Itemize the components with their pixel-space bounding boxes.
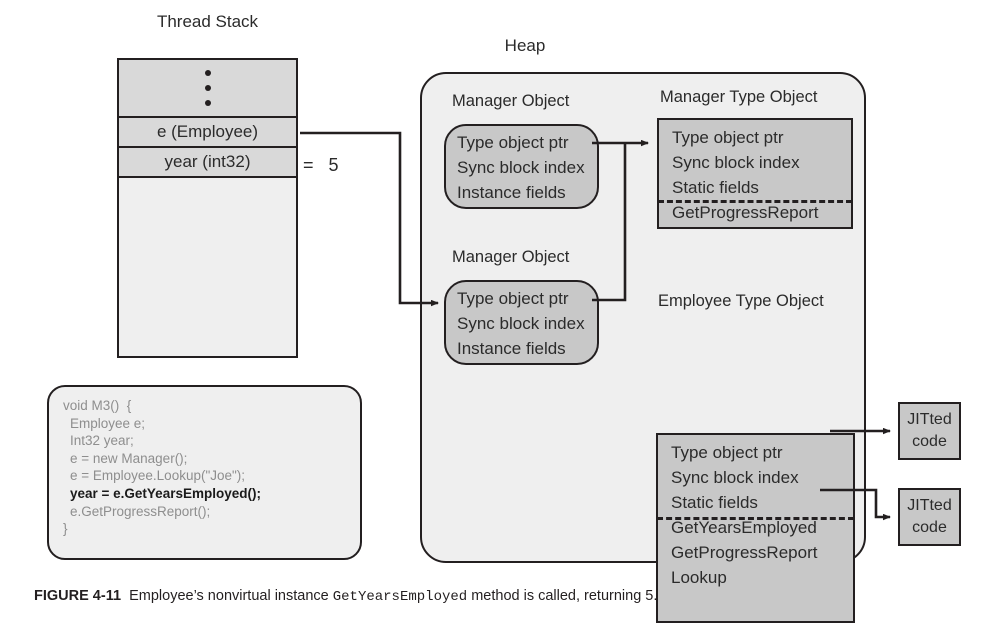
type-object-method: GetYearsEmployed	[671, 518, 817, 537]
object-row: Instance fields	[457, 183, 566, 202]
type-object-method: Lookup	[671, 568, 727, 587]
heap-title: Heap	[504, 36, 546, 55]
code-line: Employee e;	[70, 415, 146, 431]
thread-stack-title: Thread Stack	[156, 12, 259, 31]
type-object-field: Static fields	[672, 178, 759, 197]
type-object-field: Sync block index	[672, 153, 800, 172]
manager-object-1: Type object ptr Sync block index Instanc…	[444, 124, 599, 209]
manager-type-object-label: Manager Type Object	[660, 88, 818, 106]
ellipsis-dot	[204, 100, 211, 106]
caption-method-name: GetYearsEmployed	[332, 589, 468, 605]
type-object-method: GetProgressReport	[671, 543, 818, 562]
method-table-separator	[657, 517, 854, 520]
type-object-method: GetProgressReport	[672, 203, 819, 222]
employee-type-object: Type object ptr Sync block index Static …	[656, 433, 855, 623]
ellipsis-dot	[204, 70, 211, 76]
manager-object-2-label: Manager Object	[452, 248, 570, 266]
object-row: Sync block index	[457, 158, 585, 177]
stack-slot-year: year (int32)	[119, 148, 296, 178]
vertical-ellipsis-icon	[204, 60, 211, 116]
manager-object-2: Type object ptr Sync block index Instanc…	[444, 280, 599, 365]
stack-slot-e: e (Employee)	[119, 118, 296, 148]
type-object-field: Sync block index	[671, 468, 799, 487]
code-line: e.GetProgressReport();	[70, 503, 211, 519]
jitted-code-box-1: JITted code	[898, 402, 961, 460]
object-row: Type object ptr	[457, 289, 569, 308]
code-line: e = Employee.Lookup("Joe");	[70, 468, 246, 484]
figure-caption: FIGURE 4-11 Employee’s nonvirtual instan…	[34, 588, 974, 605]
type-object-field: Static fields	[671, 493, 758, 512]
method-table-separator	[658, 200, 852, 203]
caption-text-before: Employee’s nonvirtual instance	[129, 588, 329, 604]
jitted-code-line-2: code	[912, 433, 947, 450]
object-row: Instance fields	[457, 339, 566, 358]
type-object-field: Type object ptr	[671, 443, 783, 462]
stack-ellipsis-cell	[119, 60, 296, 118]
code-line: Int32 year;	[70, 433, 134, 449]
object-row: Type object ptr	[457, 133, 569, 152]
code-line: }	[63, 521, 68, 537]
code-line: void M3() {	[63, 398, 132, 413]
caption-text-after: method is called, returning 5.	[471, 588, 658, 604]
jitted-code-box-2: JITted code	[898, 488, 961, 546]
jitted-code-line-2: code	[912, 519, 947, 536]
employee-type-object-label: Employee Type Object	[658, 292, 824, 310]
type-object-field: Type object ptr	[672, 128, 784, 147]
manager-type-object: Type object ptr Sync block index Static …	[657, 118, 853, 229]
object-row: Sync block index	[457, 314, 585, 333]
code-block: void M3() { Employee e; Int32 year; e = …	[47, 385, 362, 560]
manager-object-1-label: Manager Object	[452, 92, 570, 110]
code-line: e = new Manager();	[70, 450, 188, 466]
ellipsis-dot	[204, 85, 211, 91]
jitted-code-line-1: JITted	[907, 497, 952, 514]
year-value-annotation: = 5	[303, 155, 344, 175]
figure-number: FIGURE 4-11	[34, 588, 122, 604]
jitted-code-line-1: JITted	[907, 411, 952, 428]
thread-stack-box: e (Employee) year (int32)	[117, 58, 298, 358]
code-line-highlighted: year = e.GetYearsEmployed();	[70, 485, 261, 501]
